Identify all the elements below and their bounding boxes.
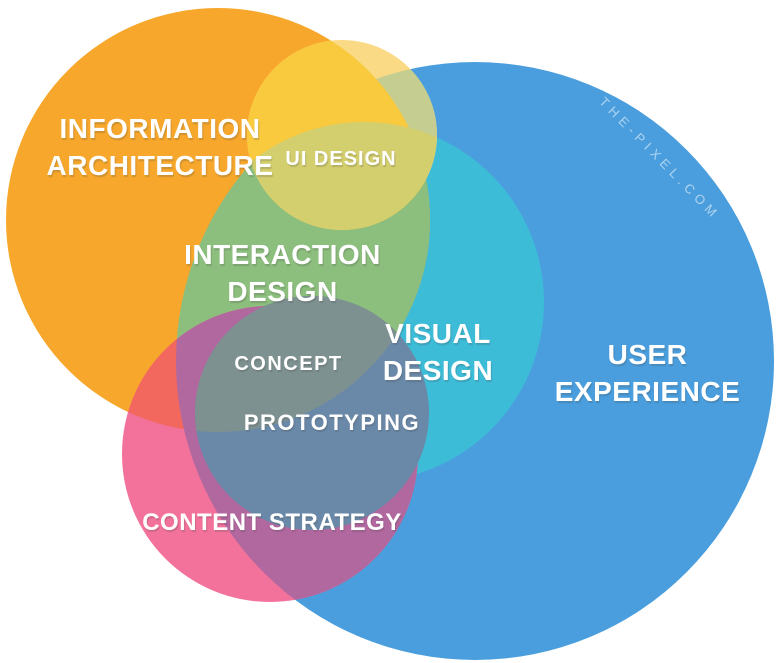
label-interaction-design: INTERACTION DESIGN [184,239,381,307]
label-information-architecture: INFORMATION ARCHITECTURE [46,113,274,181]
label-visual-design: VISUAL DESIGN [382,318,494,386]
label-user-experience: USER EXPERIENCE [554,339,741,407]
label-content-strategy: CONTENT STRATEGY [142,509,402,536]
label-prototyping: PROTOTYPING [243,410,421,435]
label-ui-design: UI DESIGN [285,148,397,170]
region-ui-over-visual [247,122,437,230]
label-concept: CONCEPT [234,353,343,375]
